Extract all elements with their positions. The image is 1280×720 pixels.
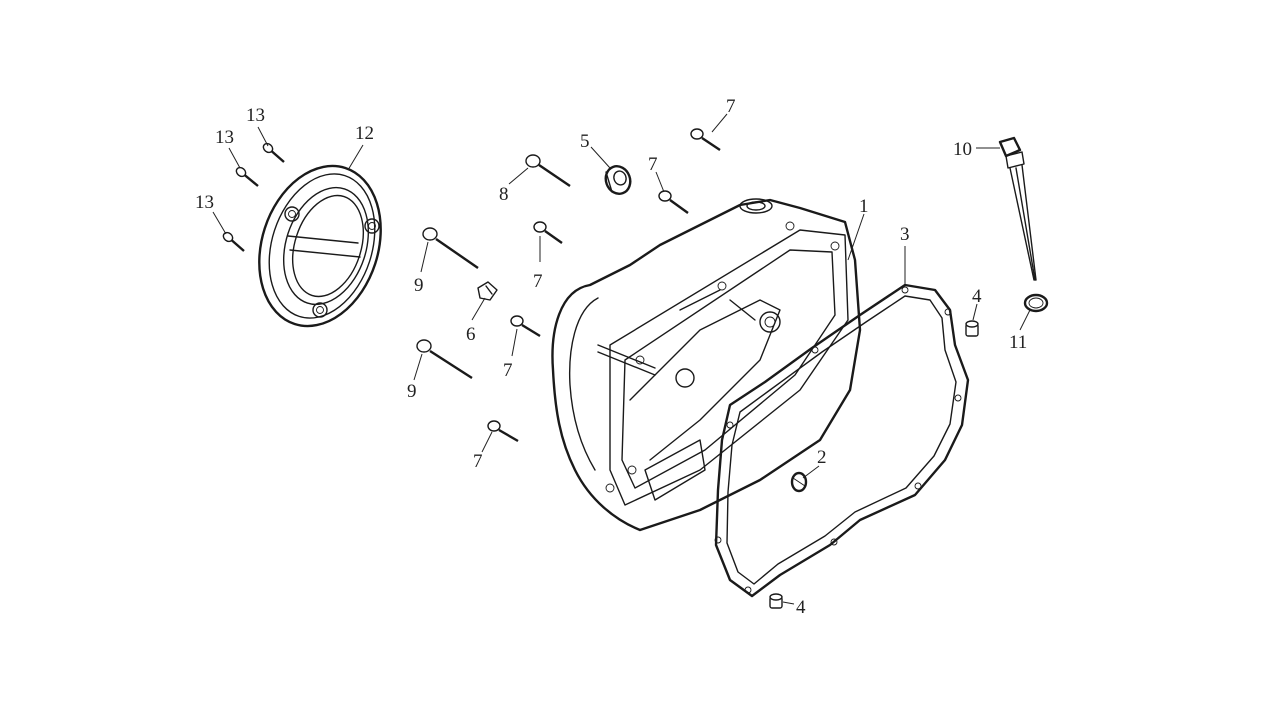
callout-10: 10 xyxy=(953,139,972,160)
callout-11: 11 xyxy=(1009,332,1027,353)
callout-13: 13 xyxy=(195,192,214,213)
part-7-bolt xyxy=(690,128,721,151)
cover-bolt-hole xyxy=(284,206,300,222)
callout-13: 13 xyxy=(246,105,265,126)
part-5-grommet xyxy=(604,165,632,195)
part-9-long-bolt xyxy=(416,339,473,380)
callout-9: 9 xyxy=(414,275,424,296)
part-4-dowel-pin xyxy=(769,593,783,609)
callout-13: 13 xyxy=(215,127,234,148)
part-7-bolt xyxy=(658,190,689,214)
callout-7: 7 xyxy=(533,271,543,292)
leader-lines xyxy=(212,113,1031,605)
callout-4: 4 xyxy=(796,597,806,618)
part-4-dowel-pin xyxy=(965,320,979,337)
callout-5: 5 xyxy=(580,131,590,152)
part-13-screw xyxy=(235,166,259,187)
cover-bolt-hole xyxy=(364,218,380,234)
part-10-dipstick xyxy=(998,136,1037,281)
part-8-bolt xyxy=(525,154,571,187)
part-7-bolt xyxy=(510,315,541,338)
part-2-nut xyxy=(790,471,808,493)
callout-7: 7 xyxy=(473,451,483,472)
callout-2: 2 xyxy=(817,447,827,468)
part-9-long-bolt xyxy=(422,227,479,269)
callout-9: 9 xyxy=(407,381,417,402)
part-13-screw xyxy=(262,142,285,163)
oil-filler-boss xyxy=(739,198,773,214)
part-11-o-ring xyxy=(1023,293,1049,313)
callout-7: 7 xyxy=(648,154,658,175)
callout-1: 1 xyxy=(859,196,869,217)
part-12-round-cover xyxy=(258,164,382,328)
callout-4: 4 xyxy=(972,286,982,307)
callout-8: 8 xyxy=(499,184,509,205)
part-7-bolt xyxy=(487,420,519,443)
part-7-bolt xyxy=(533,221,563,244)
callout-7: 7 xyxy=(503,360,513,381)
part-13-screw xyxy=(222,231,245,252)
callout-3: 3 xyxy=(900,224,910,245)
part-6-clip xyxy=(477,281,498,301)
cover-bolt-hole xyxy=(312,302,328,318)
callout-labels: 13 13 13 12 1 3 2 4 4 5 6 7 7 7 7 7 8 9 … xyxy=(195,96,1027,618)
callout-6: 6 xyxy=(466,324,476,345)
callout-7: 7 xyxy=(726,96,736,117)
part-1-crankcase-cover xyxy=(551,198,862,532)
callout-12: 12 xyxy=(355,123,374,144)
part-3-gasket xyxy=(714,283,970,598)
